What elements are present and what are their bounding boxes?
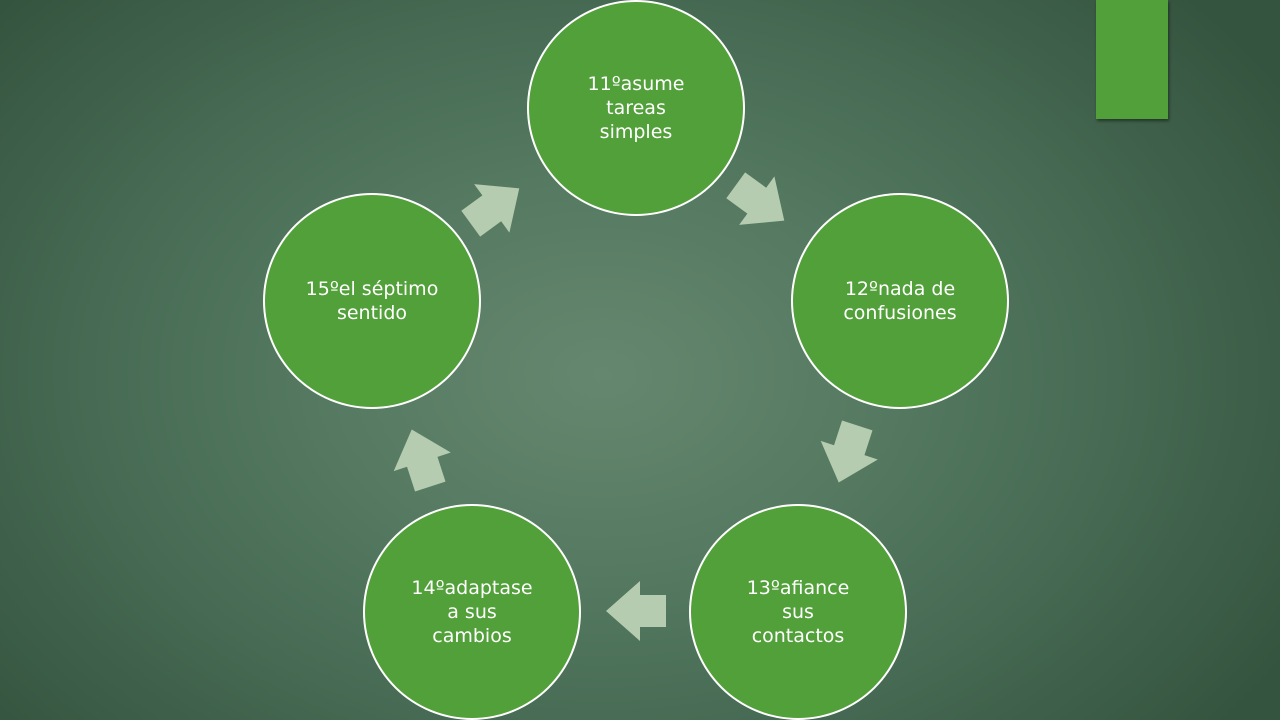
cycle-node-13: 13ºafiance sus contactos	[689, 504, 907, 720]
right-arrow-icon	[461, 184, 520, 237]
right-arrow-icon	[820, 420, 878, 483]
cycle-node-label: 15ºel séptimo sentido	[305, 278, 439, 324]
right-arrow-icon	[726, 172, 785, 225]
arrow-shape	[820, 420, 878, 483]
cycle-node-11: 11ºasume tareas simples	[527, 0, 745, 216]
arrow-shape	[726, 172, 785, 225]
cycle-node-label: 12ºnada de confusiones	[843, 278, 957, 324]
arrow-shape	[606, 581, 666, 641]
cycle-node-15: 15ºel séptimo sentido	[263, 193, 481, 409]
cycle-node-14: 14ºadaptase a sus cambios	[363, 504, 581, 720]
right-arrow-icon	[606, 581, 666, 641]
corner-accent-bar	[1096, 0, 1168, 119]
cycle-node-label: 13ºafiance sus contactos	[746, 577, 850, 647]
cycle-node-label: 14ºadaptase a sus cambios	[411, 577, 533, 647]
arrow-shape	[393, 429, 451, 492]
arrow-shape	[461, 184, 520, 237]
right-arrow-icon	[393, 429, 451, 492]
cycle-node-label: 11ºasume tareas simples	[587, 73, 685, 143]
cycle-node-12: 12ºnada de confusiones	[791, 193, 1009, 409]
